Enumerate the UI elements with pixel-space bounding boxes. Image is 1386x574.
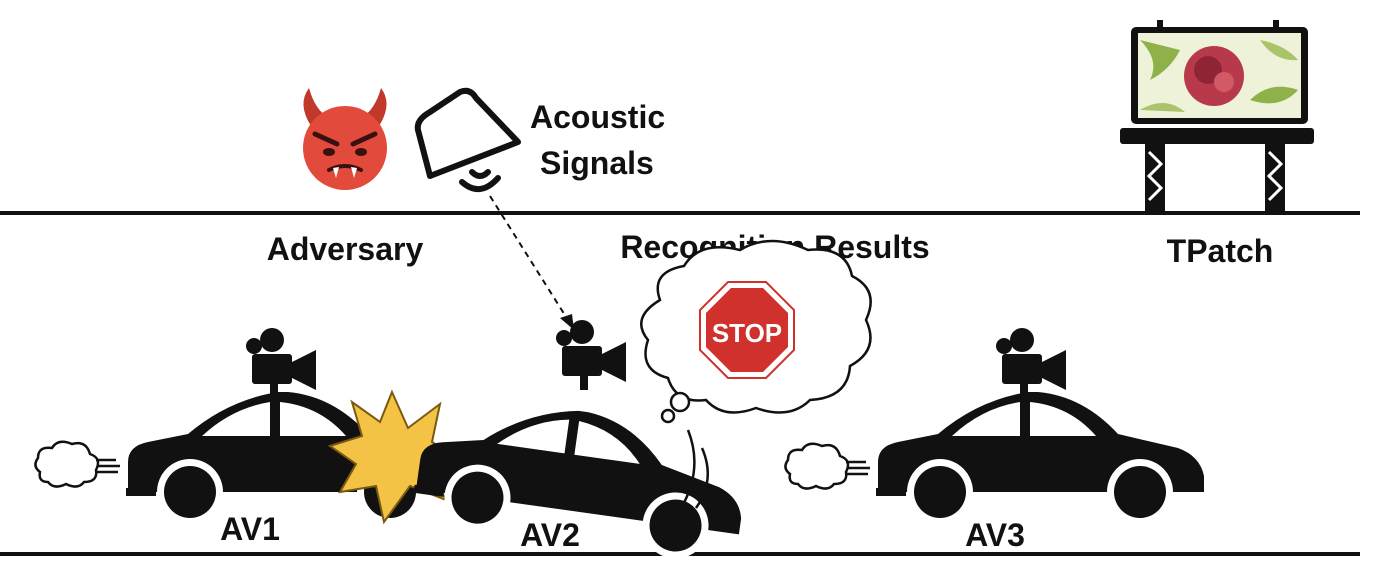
exhaust-puff-icon [34, 440, 122, 488]
stop-sign-text: STOP [712, 318, 782, 348]
acoustic-label-line2: Signals [540, 145, 654, 181]
av1-label: AV1 [220, 511, 280, 547]
devil-face-icon [303, 88, 387, 190]
car-icon-av2 [409, 389, 753, 568]
car-icon-av3 [876, 392, 1204, 525]
video-camera-icon-av3 [996, 328, 1066, 398]
billboard-icon [1120, 20, 1314, 212]
motion-lines [678, 429, 709, 511]
signal-arrow-head [560, 314, 574, 330]
av3-label: AV3 [965, 517, 1025, 553]
av2-label: AV2 [520, 517, 580, 553]
stop-sign-icon: STOP [699, 281, 795, 379]
tpatch-label: TPatch [1167, 233, 1274, 269]
video-camera-icon-av1 [246, 328, 316, 398]
speaker-icon [414, 87, 521, 192]
signal-arrow [489, 195, 569, 321]
exhaust-puff-icon [784, 442, 872, 490]
acoustic-label-line1: Acoustic [530, 99, 665, 135]
video-camera-icon-av2 [556, 320, 626, 390]
adversary-label: Adversary [267, 231, 424, 267]
